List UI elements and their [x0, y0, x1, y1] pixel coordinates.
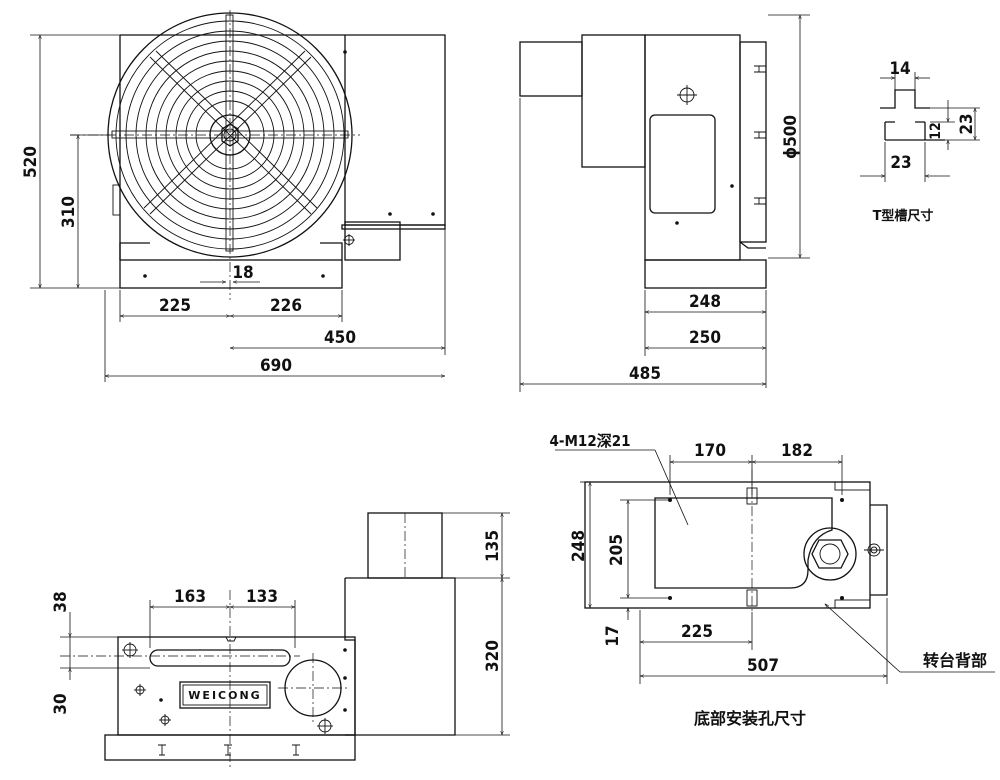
- dim-133: 133: [246, 587, 278, 607]
- nameplate-text: WEICONG: [188, 689, 261, 702]
- dim-23-vertical: 23: [957, 113, 977, 134]
- dim-225-bottom: 225: [681, 622, 713, 642]
- bottom-caption: 底部安装孔尺寸: [694, 709, 806, 728]
- dim-310: 310: [59, 196, 79, 228]
- turntable-ring: [175, 80, 285, 190]
- dim-38: 38: [51, 591, 71, 612]
- dim-520: 520: [21, 146, 41, 178]
- dim-248-bottom: 248: [569, 530, 589, 562]
- dim-17: 17: [603, 625, 623, 646]
- dim-320: 320: [483, 640, 503, 672]
- dim-170: 170: [694, 441, 726, 461]
- callout-thread-holes: 4-M12深21: [550, 432, 631, 450]
- t-slot-caption: T型槽尺寸: [873, 208, 934, 224]
- dim-690: 690: [260, 356, 292, 376]
- rear-view: WEICONG: [51, 512, 510, 770]
- dim-250: 250: [689, 328, 721, 348]
- back-label: 转台背部: [923, 651, 987, 670]
- front-view: 520 310 18 225 226 450 690: [21, 10, 446, 382]
- dim-485: 485: [629, 364, 661, 384]
- dim-135: 135: [483, 530, 503, 562]
- dim-18: 18: [232, 263, 253, 283]
- dim-23-horizontal: 23: [890, 153, 911, 173]
- dim-248: 248: [689, 292, 721, 312]
- dim-225: 225: [159, 296, 191, 316]
- dim-226: 226: [270, 296, 302, 316]
- dim-450: 450: [324, 328, 356, 348]
- dim-205: 205: [607, 534, 627, 566]
- dim-163: 163: [174, 587, 206, 607]
- dim-507: 507: [747, 656, 779, 676]
- dim-182: 182: [781, 441, 813, 461]
- dim-14: 14: [889, 59, 910, 79]
- dim-30: 30: [51, 693, 71, 714]
- side-view: ϕ500 248 250 485: [519, 14, 810, 392]
- dim-phi500: ϕ500: [781, 115, 801, 159]
- dim-12: 12: [928, 122, 944, 140]
- bottom-view: 4-M12深21 170 182 248 205 17 225 507 转台背部…: [550, 432, 995, 728]
- t-slot-detail: 14 12 23 23 T型槽尺寸: [860, 59, 980, 224]
